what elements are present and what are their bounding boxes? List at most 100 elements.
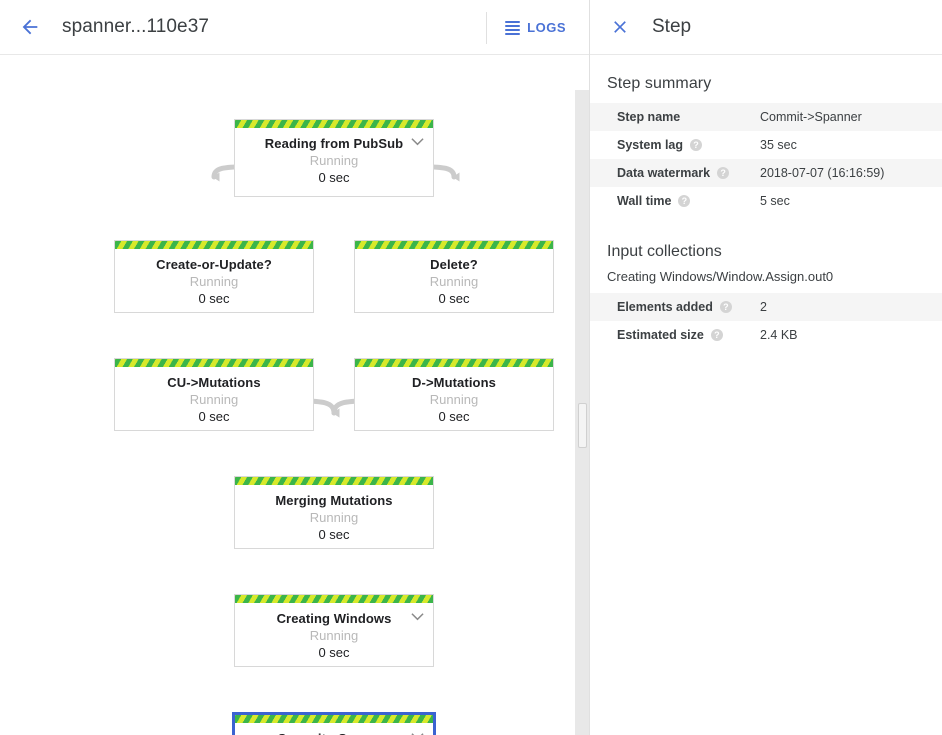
row-value: 5 sec xyxy=(760,194,790,208)
node-name: Create-or-Update? xyxy=(156,257,272,272)
close-panel-button[interactable] xyxy=(598,5,642,49)
close-icon xyxy=(614,21,626,33)
row-key-label: Wall time xyxy=(617,194,672,208)
row-key-label: Elements added xyxy=(617,300,713,314)
table-row: Wall time? 5 sec xyxy=(590,187,942,215)
step-summary-table: Step name Commit->Spanner System lag? 35… xyxy=(590,103,942,215)
node-name: Merging Mutations xyxy=(275,493,393,508)
toolbar-right-group: LOGS xyxy=(486,0,589,55)
graph-node-commit-spanner[interactable]: Commit->Spanner Part running 5 sec xyxy=(232,712,436,735)
node-body: D->Mutations Running 0 sec xyxy=(355,367,553,434)
graph-vertical-scrollbar[interactable] xyxy=(575,90,589,735)
row-value: Commit->Spanner xyxy=(760,110,862,124)
help-icon[interactable]: ? xyxy=(719,301,732,313)
node-body: Merging Mutations Running 0 sec xyxy=(235,485,433,552)
node-body: Creating Windows Running 0 sec xyxy=(235,603,433,670)
table-row: Data watermark? 2018-07-07 (16:16:59) xyxy=(590,159,942,187)
graph-node-creating-windows[interactable]: Creating Windows Running 0 sec xyxy=(234,594,434,667)
table-row: Estimated size? 2.4 KB xyxy=(590,321,942,349)
node-name: Reading from PubSub xyxy=(264,136,404,151)
graph-node-cu-mutations[interactable]: CU->Mutations Running 0 sec xyxy=(114,358,314,431)
node-time: 0 sec xyxy=(318,170,350,185)
node-body: Commit->Spanner Part running 5 sec xyxy=(235,723,433,735)
input-collections-table: Elements added? 2 Estimated size? 2.4 KB xyxy=(590,293,942,349)
logs-button[interactable]: LOGS xyxy=(501,14,589,41)
node-status: Running xyxy=(429,274,479,289)
row-key: Elements added? xyxy=(590,293,758,321)
node-time: 0 sec xyxy=(318,527,350,542)
panel-title: Step xyxy=(652,16,692,37)
node-status: Running xyxy=(309,510,359,525)
node-name: CU->Mutations xyxy=(167,375,261,390)
row-key: System lag? xyxy=(590,131,758,159)
node-status: Running xyxy=(309,628,359,643)
row-value: 2018-07-07 (16:16:59) xyxy=(760,166,885,180)
node-body: CU->Mutations Running 0 sec xyxy=(115,367,313,434)
graph-pane: spanner...110e37 LOGS xyxy=(0,0,590,735)
row-value: 35 sec xyxy=(760,138,797,152)
table-row: System lag? 35 sec xyxy=(590,131,942,159)
row-key-label: System lag xyxy=(617,138,684,152)
panel-body: Step summary Step name Commit->Spanner S… xyxy=(590,55,942,349)
node-time: 0 sec xyxy=(318,645,350,660)
input-collections-heading: Input collections xyxy=(607,243,722,260)
node-status: Running xyxy=(189,392,239,407)
graph-node-reading-from-pubsub[interactable]: Reading from PubSub Running 0 sec xyxy=(234,119,434,197)
graph-node-create-or-update[interactable]: Create-or-Update? Running 0 sec xyxy=(114,240,314,313)
logs-button-label: LOGS xyxy=(527,20,566,35)
node-status-stripe xyxy=(115,359,313,367)
node-status-stripe xyxy=(235,120,433,128)
toolbar-divider xyxy=(486,11,488,44)
node-time: 0 sec xyxy=(198,291,230,306)
step-summary-heading: Step summary xyxy=(607,75,712,92)
help-icon[interactable]: ? xyxy=(710,329,723,341)
node-status-stripe xyxy=(355,359,553,367)
help-icon[interactable]: ? xyxy=(717,167,730,179)
row-key: Step name xyxy=(617,110,681,124)
node-status-stripe xyxy=(115,241,313,249)
node-status: Running xyxy=(429,392,479,407)
graph-node-merging-mutations[interactable]: Merging Mutations Running 0 sec xyxy=(234,476,434,549)
back-arrow-icon[interactable] xyxy=(6,3,54,51)
row-value: 2.4 KB xyxy=(760,328,798,342)
collection-name: Creating Windows/Window.Assign.out0 xyxy=(607,269,834,284)
list-lines-icon xyxy=(505,20,521,35)
row-key-label: Data watermark xyxy=(617,166,711,180)
graph-node-delete[interactable]: Delete? Running 0 sec xyxy=(354,240,554,313)
help-icon[interactable]: ? xyxy=(678,195,691,207)
row-key: Wall time? xyxy=(590,187,758,215)
row-value: 2 xyxy=(760,300,767,314)
panel-header: Step xyxy=(590,0,942,55)
graph-canvas[interactable]: Reading from PubSub Running 0 sec Create… xyxy=(0,55,589,735)
node-status-stripe xyxy=(235,477,433,485)
row-key-label: Estimated size xyxy=(617,328,704,342)
table-row: Elements added? 2 xyxy=(590,293,942,321)
help-icon[interactable]: ? xyxy=(690,139,703,151)
arrow-left-icon xyxy=(22,19,38,35)
node-name: D->Mutations xyxy=(412,375,496,390)
node-name: Commit->Spanner xyxy=(239,730,429,735)
table-row: Step name Commit->Spanner xyxy=(590,103,942,131)
chevron-down-icon[interactable] xyxy=(411,137,424,146)
scrollbar-thumb[interactable] xyxy=(578,403,587,448)
row-key: Estimated size? xyxy=(590,321,758,349)
node-status: Running xyxy=(189,274,239,289)
node-name: Delete? xyxy=(430,257,478,272)
node-status-stripe xyxy=(235,715,433,723)
top-toolbar: spanner...110e37 LOGS xyxy=(0,0,589,55)
graph-node-d-mutations[interactable]: D->Mutations Running 0 sec xyxy=(354,358,554,431)
node-time: 0 sec xyxy=(438,291,470,306)
node-status-stripe xyxy=(355,241,553,249)
node-name: Creating Windows xyxy=(276,611,392,626)
row-key: Data watermark? xyxy=(590,159,758,187)
node-body: Create-or-Update? Running 0 sec xyxy=(115,249,313,316)
node-time: 0 sec xyxy=(198,409,230,424)
step-details-panel: Step Step summary Step name Commit->Span… xyxy=(590,0,942,735)
chevron-down-icon[interactable] xyxy=(411,612,424,621)
node-status-stripe xyxy=(235,595,433,603)
node-time: 0 sec xyxy=(438,409,470,424)
node-body: Delete? Running 0 sec xyxy=(355,249,553,316)
node-body: Reading from PubSub Running 0 sec xyxy=(235,128,433,195)
node-status: Running xyxy=(309,153,359,168)
